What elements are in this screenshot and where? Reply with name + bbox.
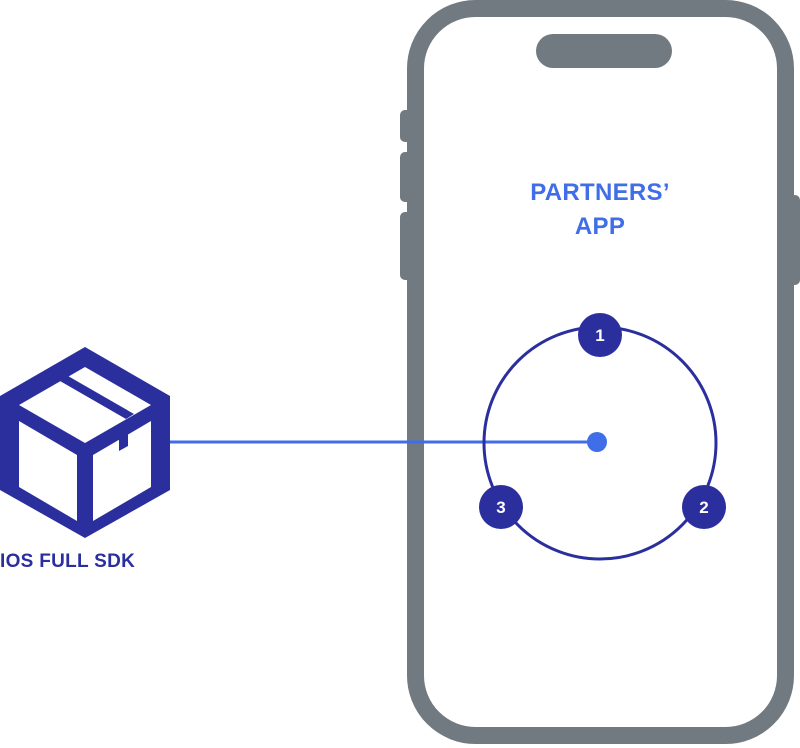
package-box-icon	[0, 347, 170, 538]
step-badge-2: 2	[682, 485, 726, 529]
phone-notch	[536, 34, 672, 68]
app-title-line-1: PARTNERS’	[530, 179, 670, 206]
step-badge-1: 1	[578, 313, 622, 357]
app-title: PARTNERS’ APP	[480, 176, 720, 244]
step-number-2: 2	[699, 498, 708, 517]
step-number-3: 3	[496, 498, 505, 517]
center-node	[587, 432, 607, 452]
phone-frame	[407, 0, 794, 744]
app-title-line-2: APP	[574, 213, 626, 240]
step-number-1: 1	[595, 326, 604, 345]
sdk-label: IOS FULL SDK	[0, 551, 136, 572]
step-badge-3: 3	[479, 485, 523, 529]
